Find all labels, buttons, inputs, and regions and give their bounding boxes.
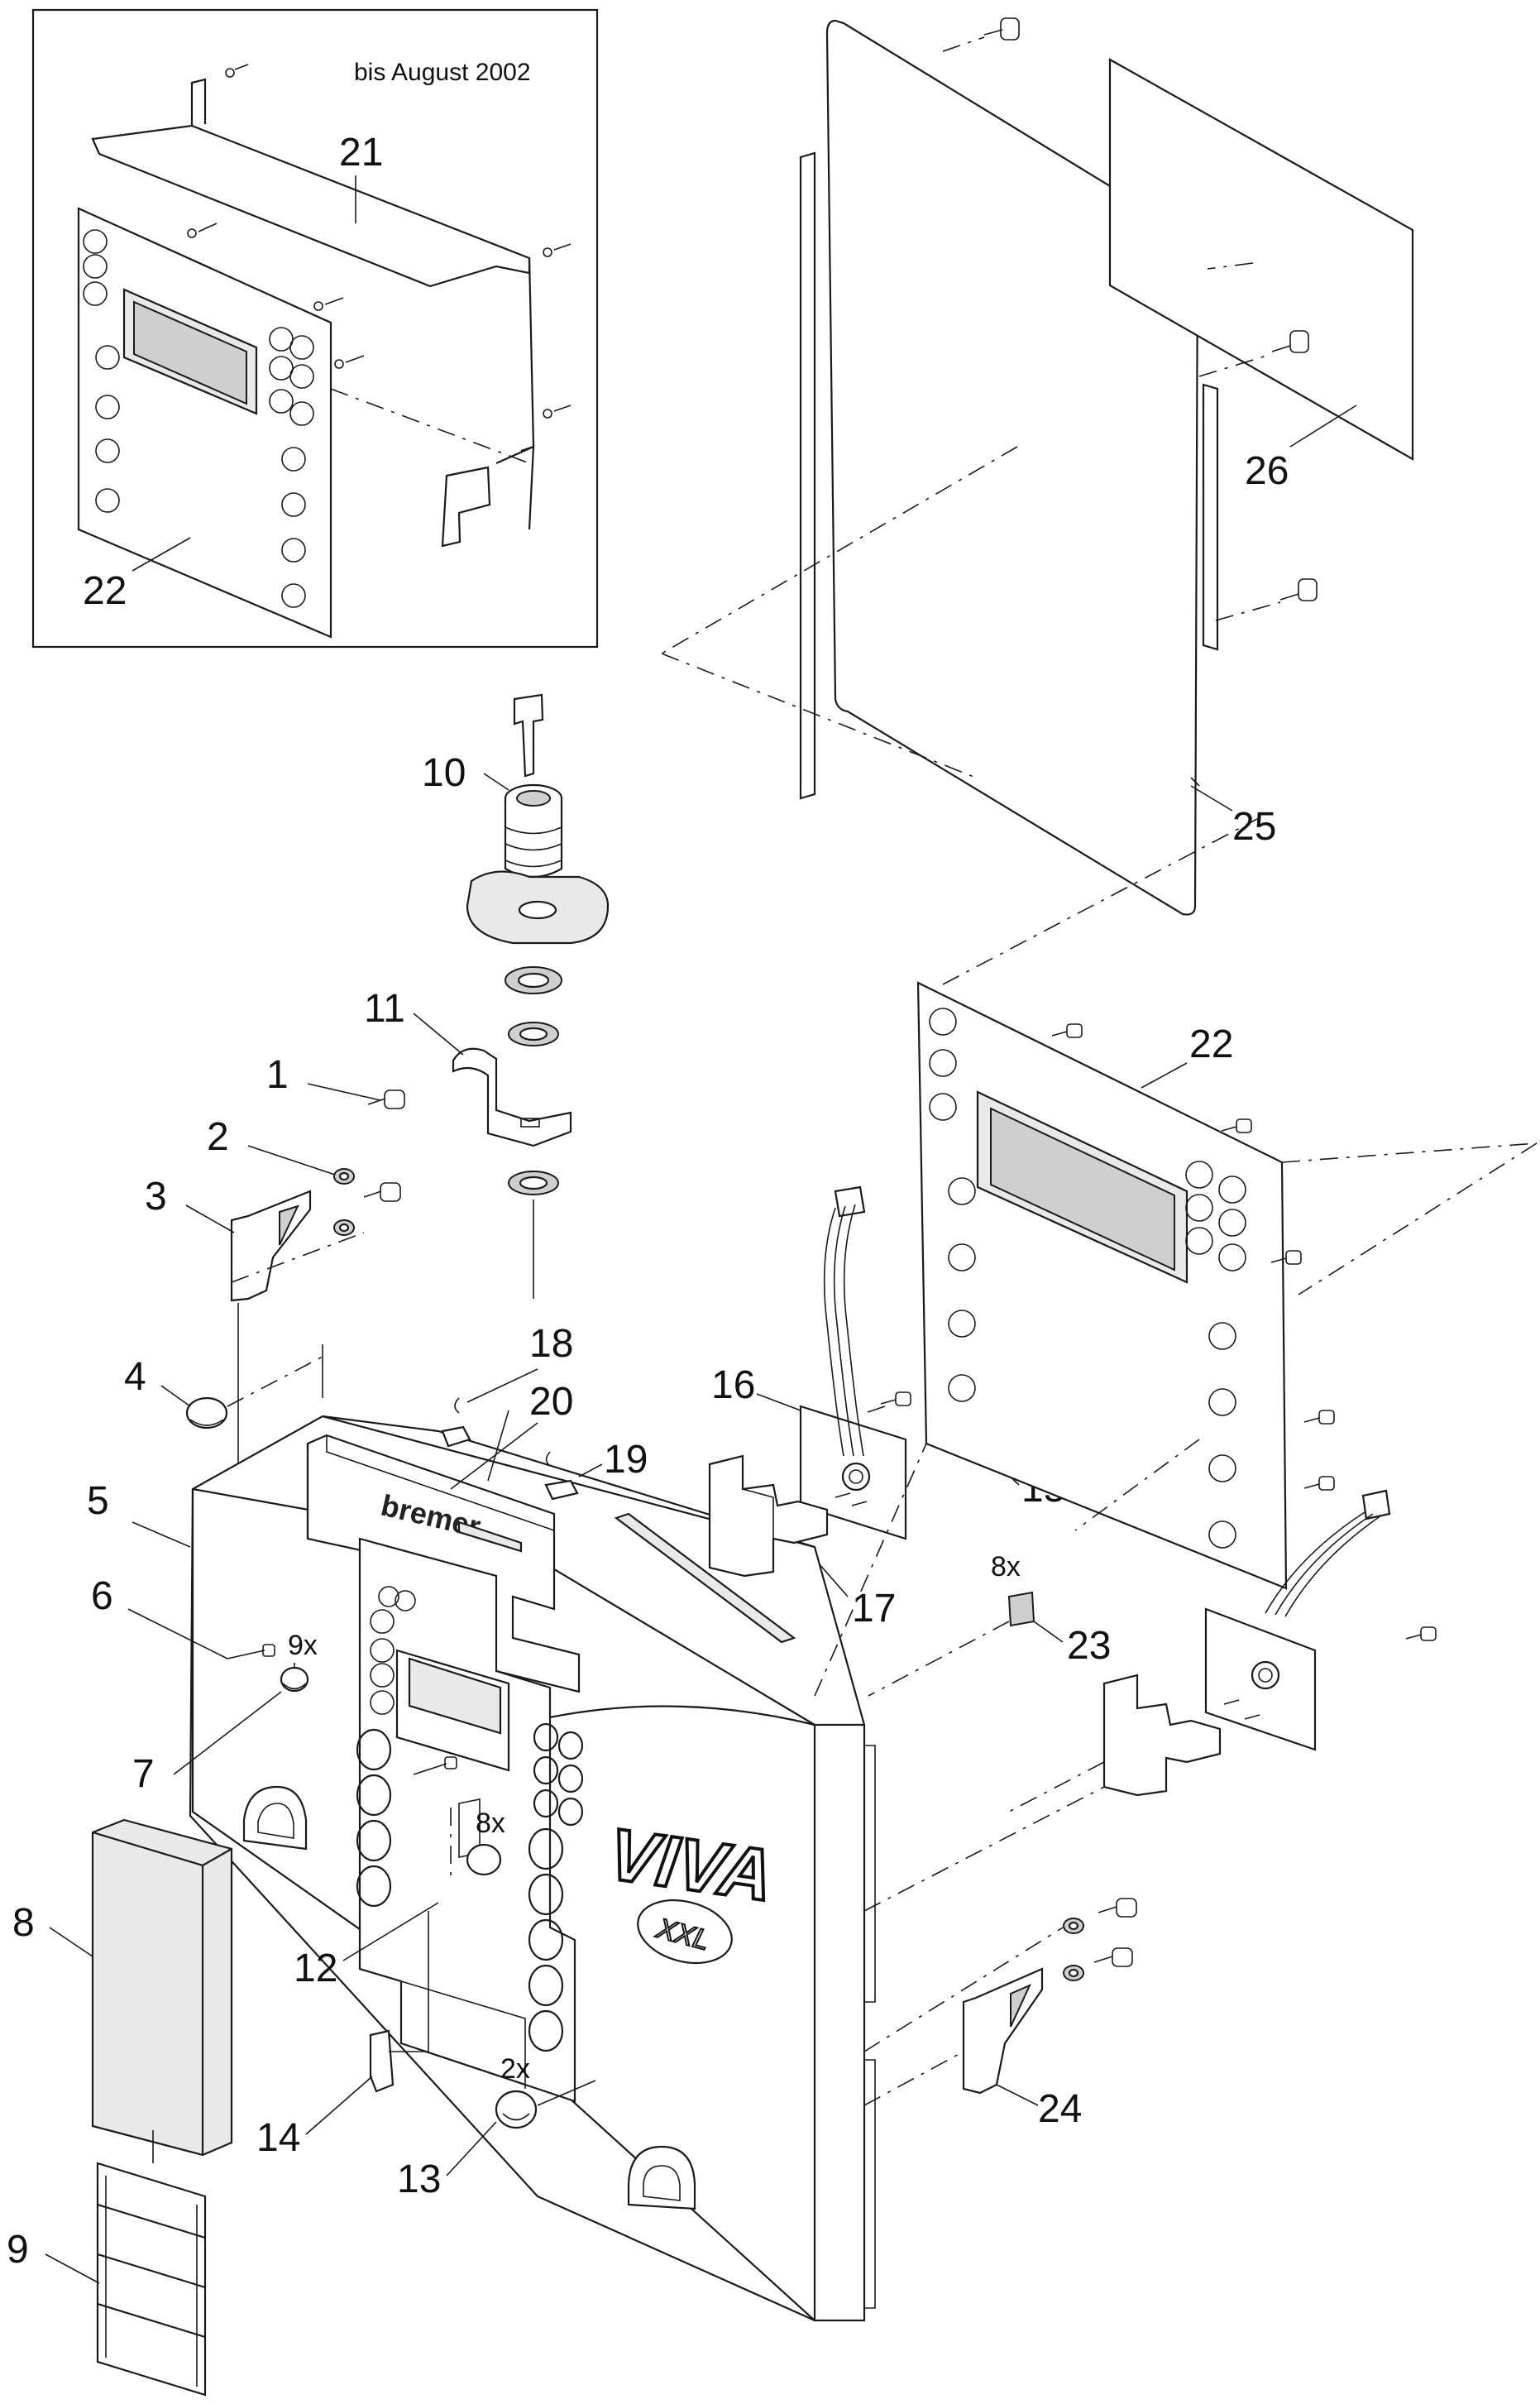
qty-7: 9x [288, 1630, 318, 1661]
screw-icon [942, 17, 1020, 52]
pin-18 [441, 1397, 471, 1448]
washer-icon [333, 1168, 355, 1185]
label-14: 14 [256, 2116, 300, 2160]
back-cover-26 [1108, 58, 1414, 461]
key-icon [513, 693, 544, 778]
card-8: 8 [12, 1818, 233, 2157]
knob-icon [495, 2090, 538, 2129]
qty-23: 8x [991, 1551, 1021, 1583]
label-22-inset: 22 [83, 569, 127, 613]
lock-cylinder-icon [504, 783, 563, 878]
label-13: 13 [397, 2157, 441, 2201]
knob-icon [280, 1666, 309, 1693]
screw-icon [363, 1182, 401, 1202]
screw-icon [1093, 1947, 1133, 1967]
main-pcb-22: 22 [916, 818, 1538, 1590]
label-23: 23 [1067, 1624, 1111, 1668]
screw-icon [1198, 330, 1309, 377]
label-9: 9 [7, 2228, 29, 2272]
inset-panel: bis August 2002 [31, 8, 599, 649]
label-2: 2 [207, 1115, 229, 1159]
keypad-face [356, 1537, 584, 2103]
screw-icon [1051, 1023, 1335, 1491]
left-hinge-parts: 1 2 3 4 [124, 1053, 405, 1464]
display-icon [990, 1107, 1175, 1271]
connector-icon [1361, 1489, 1391, 1520]
assembly-guides [814, 1439, 1200, 1697]
panel-callouts: 26 25 [1190, 405, 1357, 849]
label-18: 18 [529, 1322, 573, 1366]
washer-icon [508, 1171, 559, 1195]
washer-icon [508, 1022, 559, 1046]
label-25: 25 [1232, 805, 1276, 849]
connector-icon [834, 1185, 866, 1218]
washer-icon [1063, 1965, 1084, 1981]
label-1: 1 [266, 1053, 289, 1097]
panel-screws [942, 17, 1318, 621]
inset-pcb-22 [77, 64, 572, 639]
label-8: 8 [12, 1901, 35, 1945]
key-lock-assembly: 10 11 [364, 693, 610, 1299]
washer-icon [505, 966, 562, 994]
label-19: 19 [604, 1438, 648, 1482]
label-12: 12 [294, 1947, 337, 1990]
small-front-parts: 6 9x 7 8x 12 2x 13 14 18 20 19 5 [87, 1322, 648, 2201]
right-hinge-24: 24 [863, 1786, 1137, 2131]
pin-19 [544, 1451, 579, 1501]
label-22-main: 22 [1189, 1022, 1233, 1066]
right-mount-bracket [1008, 1674, 1222, 1813]
screw-icon [1223, 1626, 1437, 1720]
back-panel-25 [661, 19, 1219, 916]
label-24: 24 [1038, 2087, 1082, 2131]
washer-icon [1063, 1918, 1084, 1934]
label-11: 11 [364, 987, 405, 1031]
inset-bracket-21 [91, 78, 535, 548]
screw-icon [1215, 578, 1318, 621]
label-3: 3 [145, 1175, 167, 1219]
screw-icon [1098, 1898, 1137, 1918]
mount-bracket-17: 17 [708, 1454, 896, 1631]
label-16: 16 [711, 1363, 755, 1407]
label-7: 7 [132, 1752, 155, 1796]
label-4: 4 [124, 1355, 146, 1399]
label-5: 5 [87, 1479, 109, 1523]
screw-icon [835, 1492, 868, 1506]
label-21: 21 [339, 131, 383, 175]
qty-12-knob: 8x [476, 1808, 505, 1839]
label-6: 6 [91, 1574, 113, 1618]
knob-icon [466, 1843, 502, 1876]
label-sheet-9: 9 [7, 2130, 207, 2397]
inset-callouts: 21 22 [83, 131, 383, 613]
clip-23: 8x 23 [868, 1551, 1111, 1697]
screw-icon [227, 1644, 275, 1659]
inset-note: bis August 2002 [354, 59, 531, 86]
screw-icon [367, 1089, 405, 1109]
qty-13: 2x [500, 2053, 530, 2085]
cap-4 [185, 1396, 228, 1429]
switch-board-16: 16 [711, 1185, 907, 1540]
right-switch-board [1204, 1489, 1437, 1751]
label-26: 26 [1245, 449, 1289, 493]
screw-icon [880, 1391, 911, 1406]
label-17: 17 [852, 1587, 896, 1631]
label-10: 10 [422, 751, 466, 795]
screw-icon [413, 1756, 457, 1775]
label-20: 20 [529, 1380, 573, 1424]
washer-icon [333, 1219, 355, 1236]
